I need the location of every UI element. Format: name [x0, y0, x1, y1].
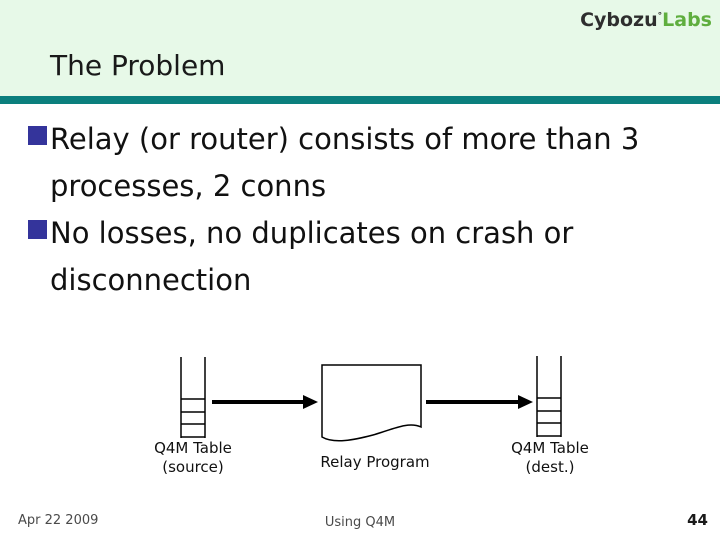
bullet-square-icon	[28, 220, 47, 239]
flow-arrow-program-to-dest-icon	[426, 395, 533, 409]
dest-label-line1: Q4M Table	[511, 439, 589, 457]
bullet-text-line: disconnection	[50, 263, 252, 297]
slide-header: Cybozu°Labs The Problem	[0, 0, 720, 96]
footer-page-number: 44	[687, 511, 708, 529]
bullet-square-icon	[28, 126, 47, 145]
bullet-text-line: Relay (or router) consists of more than …	[50, 122, 640, 156]
title-divider-bar	[0, 96, 720, 104]
bullet-item-relay: Relay (or router) consists of more than …	[28, 116, 716, 210]
footer-deck-title: Using Q4M	[324, 515, 396, 530]
slide-title: The Problem	[50, 49, 226, 82]
logo-suffix-text: Labs	[662, 9, 712, 31]
dest-table-label: Q4M Table (dest.)	[490, 439, 610, 477]
source-table-label: Q4M Table (source)	[133, 439, 253, 477]
queue-table-source-icon	[180, 357, 206, 438]
source-label-line1: Q4M Table	[154, 439, 232, 457]
bullet-list: Relay (or router) consists of more than …	[28, 116, 716, 304]
document-shape-relay-program	[321, 364, 422, 442]
bullet-text-line: processes, 2 conns	[50, 169, 327, 203]
footer-date: Apr 22 2009	[18, 513, 99, 528]
logo-brand-text: Cybozu	[580, 9, 658, 31]
source-label-line2: (source)	[162, 458, 224, 476]
relay-program-label-text: Relay Program	[320, 453, 430, 471]
slide-footer: Apr 22 2009 Using Q4M 44	[0, 505, 720, 540]
queue-table-dest-icon	[536, 356, 562, 437]
bullet-text-line: No losses, no duplicates on crash or	[50, 216, 574, 250]
flow-arrow-source-to-program-icon	[212, 395, 318, 409]
dest-label-line2: (dest.)	[525, 458, 575, 476]
cybozu-labs-logo: Cybozu°Labs	[580, 9, 712, 31]
logo-registered-mark-icon: °	[657, 11, 663, 22]
bullet-item-no-losses: No losses, no duplicates on crash or dis…	[28, 210, 716, 304]
relay-program-label: Relay Program	[300, 453, 450, 472]
